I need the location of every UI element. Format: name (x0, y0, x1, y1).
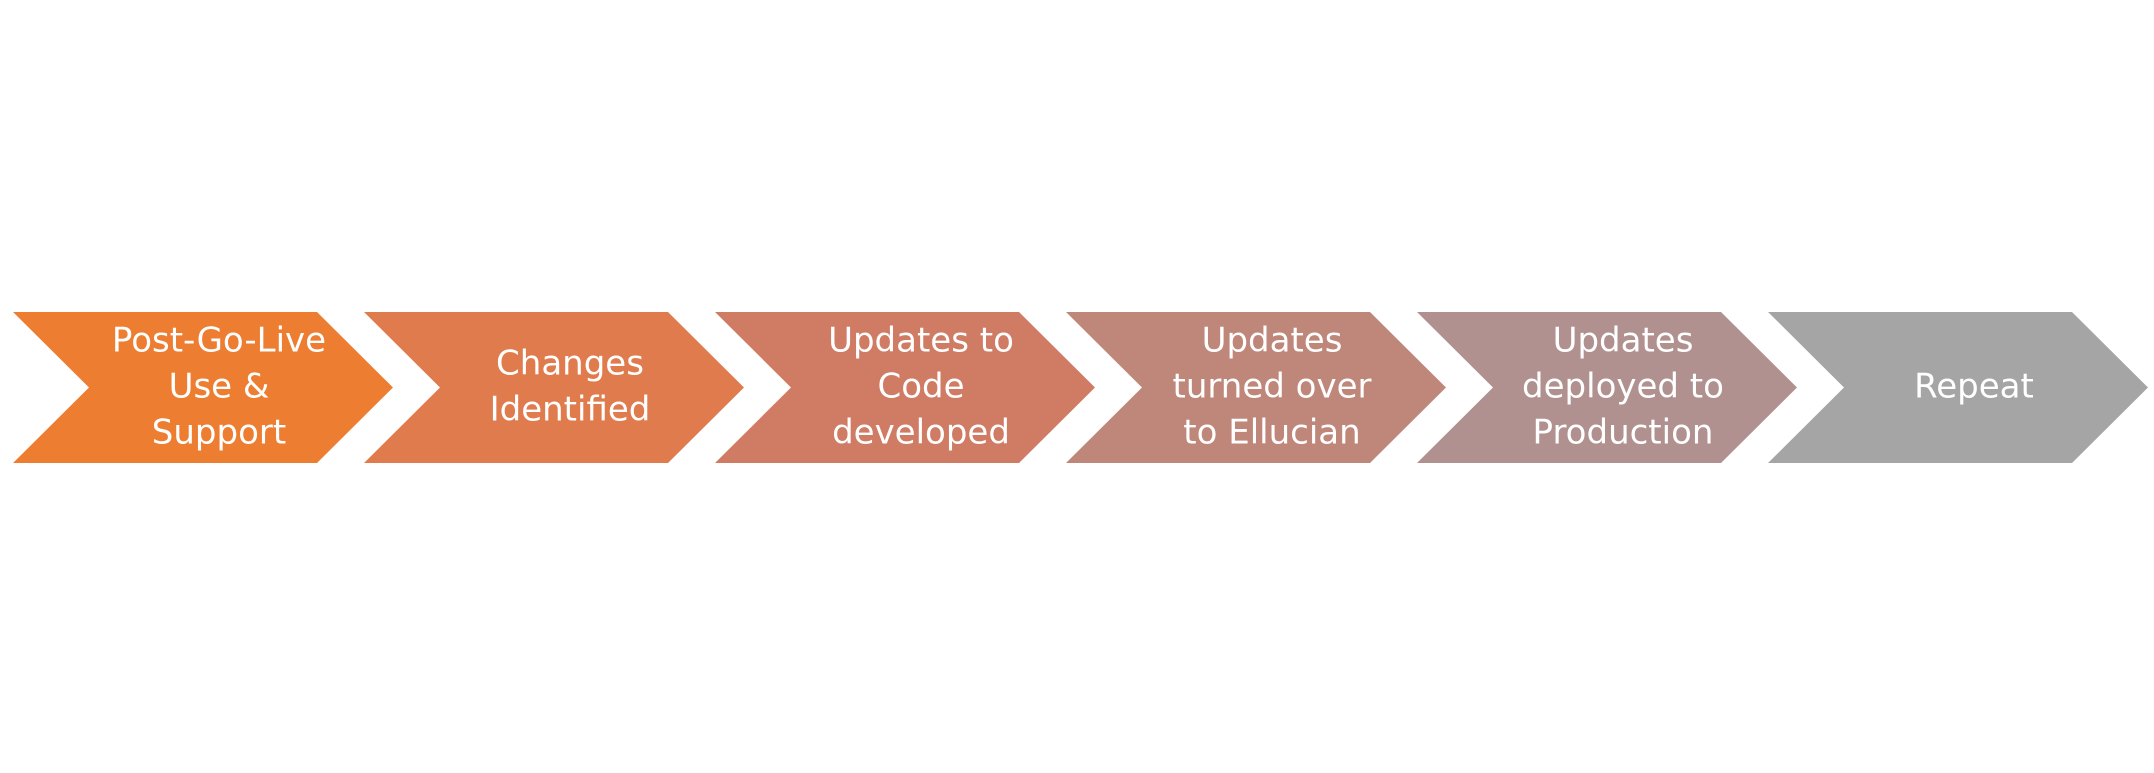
chevron-step-3-label-line: Code (877, 366, 964, 406)
chevron-step-2 (364, 312, 744, 463)
chevron-step-3 (715, 312, 1095, 463)
chevron-step-2-label-line: Changes (496, 343, 644, 383)
chevron-step-4-label-line: Updates (1202, 320, 1343, 360)
chevron-step-4-label-line: to Ellucian (1183, 412, 1360, 452)
chevron-step-5-label-line: Updates (1553, 320, 1694, 360)
chevron-step-1-label-line: Post-Go-Live (112, 320, 326, 360)
chevron-step-1 (13, 312, 393, 463)
chevron-step-5-label-line: deployed to (1522, 366, 1724, 406)
chevron-step-3-label-line: Updates to (828, 320, 1014, 360)
chevron-step-2-label-line: Identified (490, 389, 651, 429)
chevron-step-6-label-line: Repeat (1914, 366, 2034, 406)
chevron-step-4-label-line: turned over (1173, 366, 1372, 406)
chevron-step-5-label-line: Production (1533, 412, 1714, 452)
chevron-step-5 (1417, 312, 1797, 463)
chevron-step-1-label-line: Support (152, 412, 286, 452)
chevron-step-6 (1768, 312, 2148, 463)
chevron-step-6-label: Repeat (1914, 366, 2034, 406)
chevron-step-4-label: Updates turned over to Ellucian (1173, 320, 1372, 452)
chevron-step-1-label-line: Use & (169, 366, 270, 406)
chevron-step-3-label-line: developed (832, 412, 1010, 452)
chevron-step-4 (1066, 312, 1446, 463)
chevron-step-5-label: Updates deployed to Production (1522, 320, 1724, 452)
chevron-step-3-label: Updates to Code developed (828, 320, 1014, 452)
